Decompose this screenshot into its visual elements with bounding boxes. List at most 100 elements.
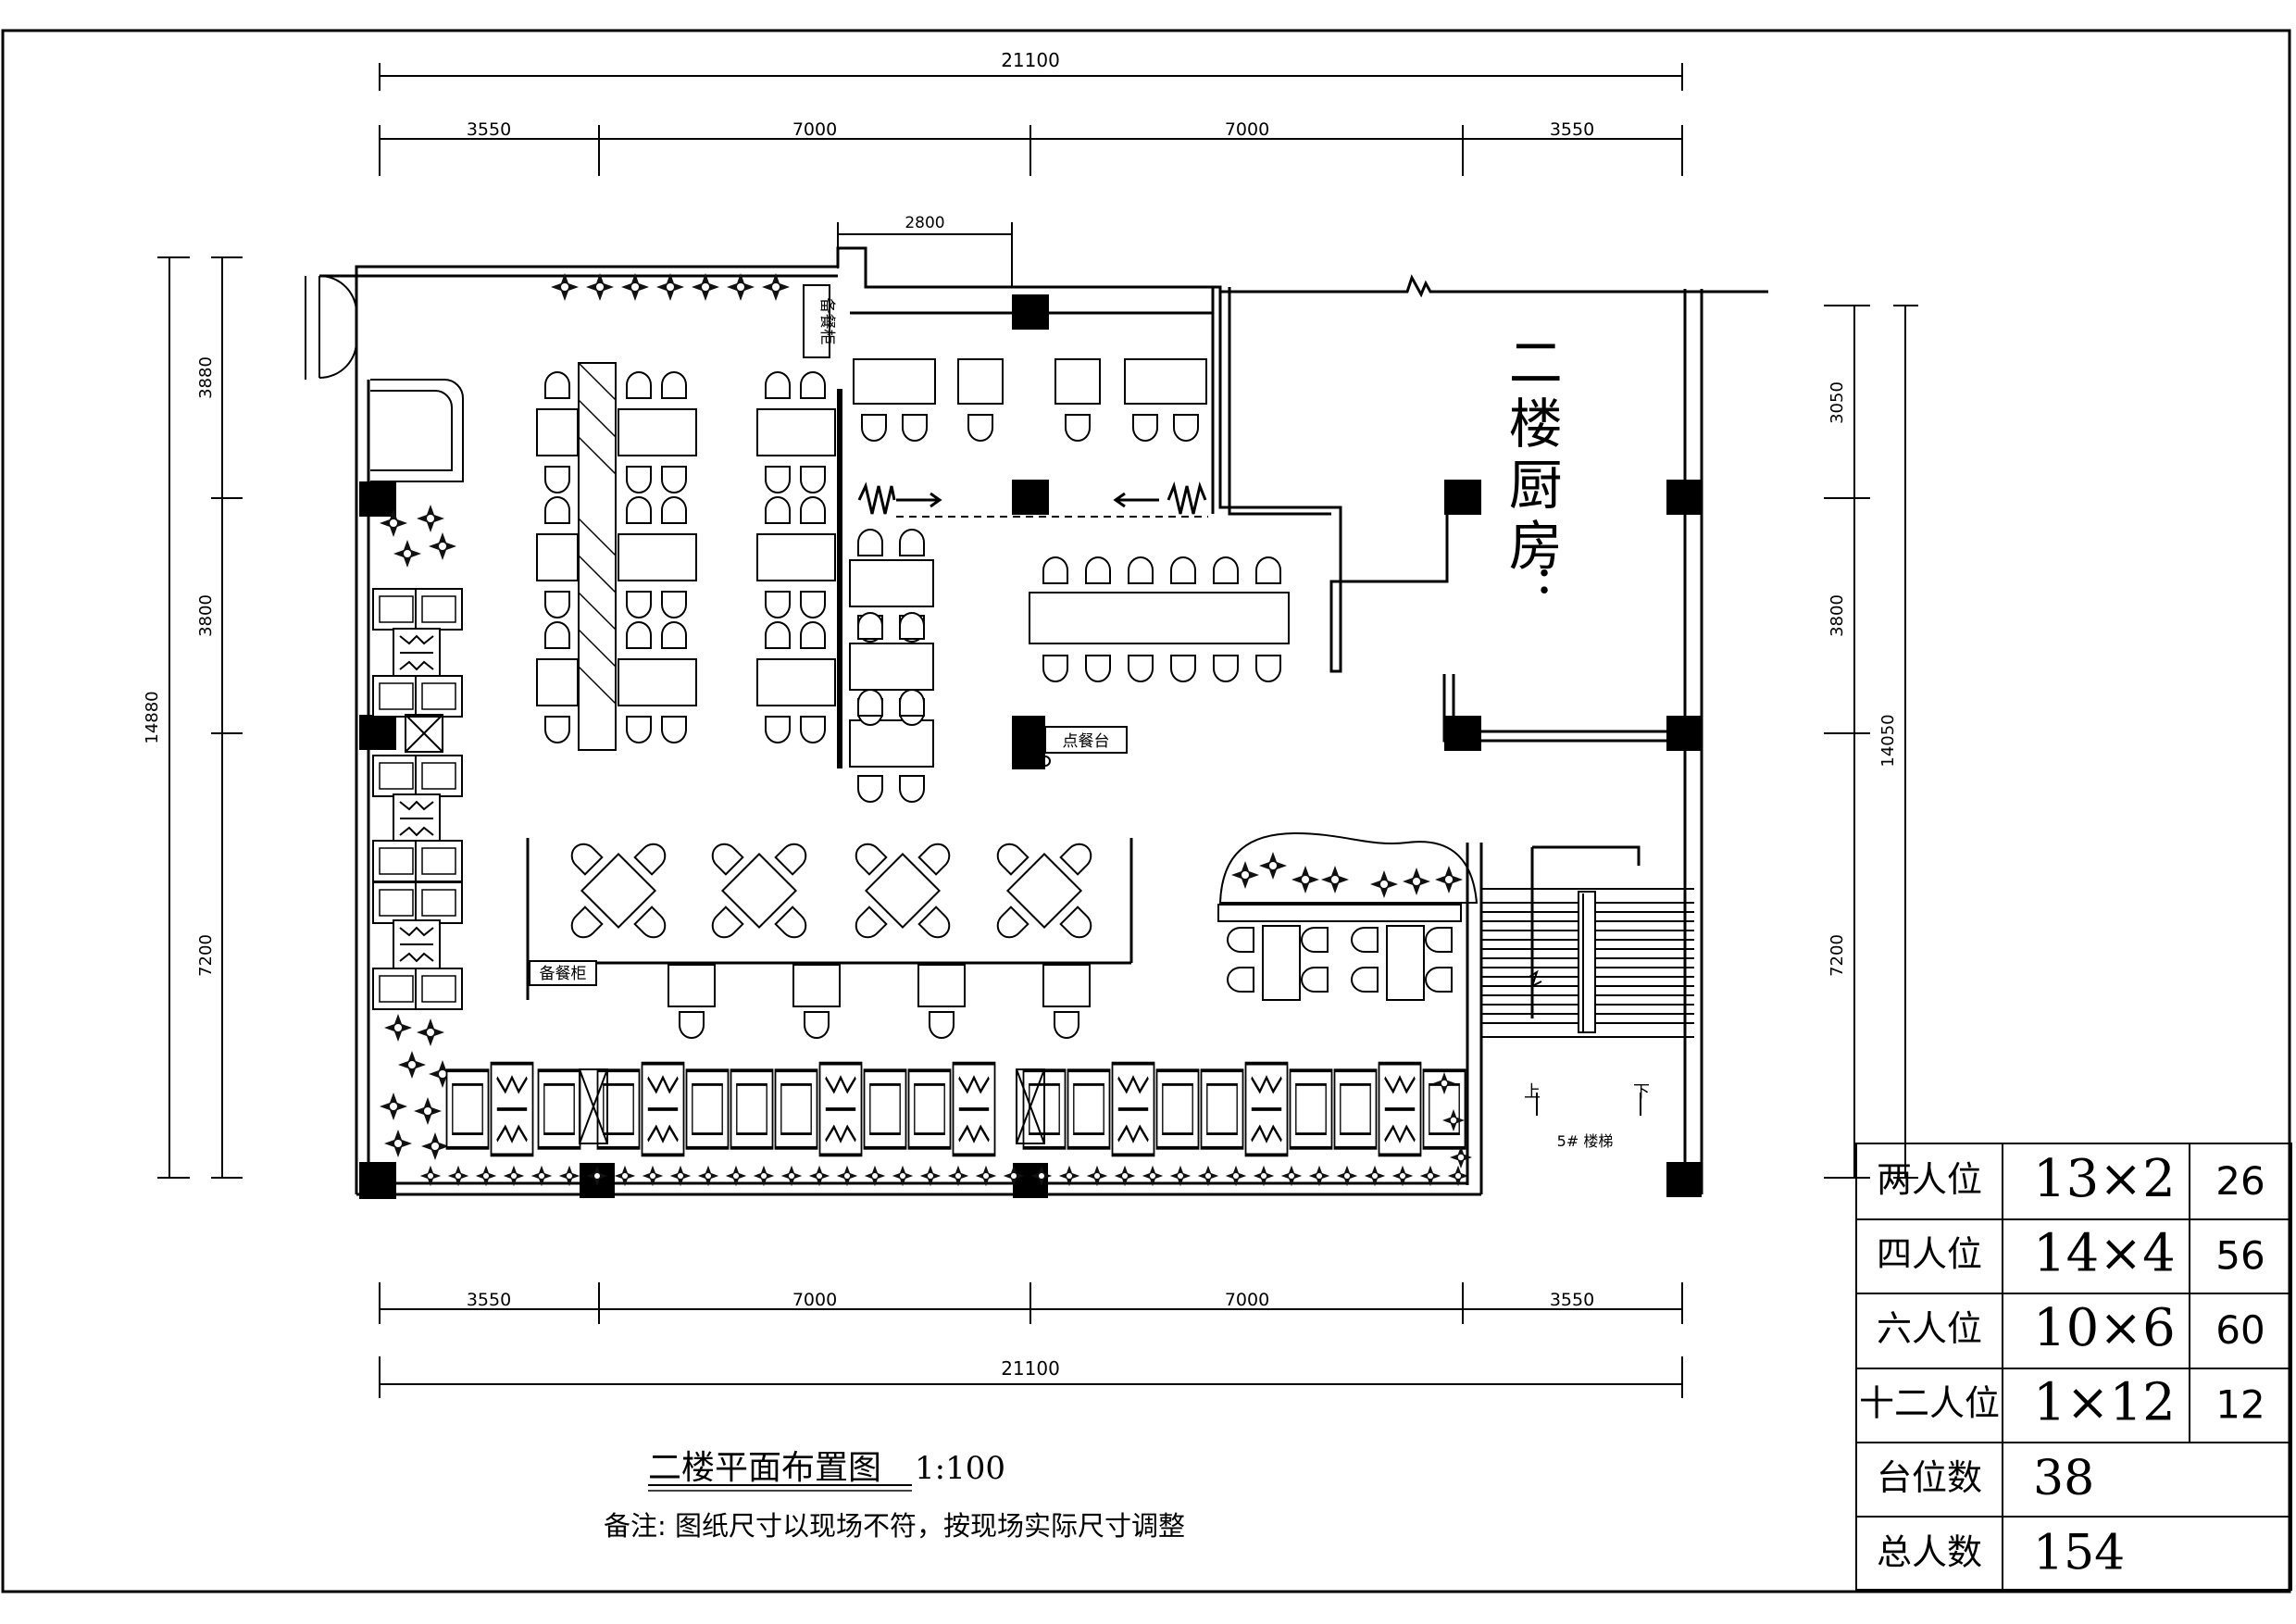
- dim-bottom-3: 7000: [1225, 1290, 1269, 1310]
- service-cabinet-top-label: 备餐柜: [817, 298, 836, 345]
- seat-formula-3: 1×12: [2033, 1373, 2176, 1433]
- four-person-table: [706, 838, 812, 943]
- two-person-table: [1042, 964, 1091, 1007]
- chair: [857, 529, 883, 556]
- chair: [566, 906, 604, 943]
- right-table: [1386, 925, 1425, 1001]
- left-dimensions: [157, 256, 243, 1179]
- chair: [661, 621, 687, 649]
- right-planter-plants: [1231, 852, 1463, 898]
- chair: [850, 838, 888, 876]
- dim-bottom-4: 3550: [1550, 1290, 1594, 1310]
- chair: [1059, 906, 1097, 943]
- seat-type-3: 十二人位: [1859, 1383, 2000, 1424]
- stair: [1481, 888, 1694, 1038]
- plan-note: 备注: 图纸尺寸以现场不符，按现场实际尺寸调整: [604, 1510, 1185, 1542]
- chair: [774, 838, 812, 876]
- chair: [706, 838, 744, 876]
- chair: [917, 838, 955, 876]
- booth-table: [1243, 1061, 1290, 1157]
- chair: [1301, 967, 1329, 993]
- chair: [765, 591, 791, 618]
- chair: [899, 775, 925, 803]
- chair: [544, 716, 570, 743]
- chair: [899, 689, 925, 717]
- booth-seat: [862, 1068, 908, 1150]
- chair: [626, 621, 652, 649]
- booth-seat: [1066, 1068, 1112, 1150]
- central-six-tables-left: [578, 362, 617, 751]
- chair: [544, 621, 570, 649]
- dim-top-1: 3550: [467, 119, 511, 140]
- chair: [544, 496, 570, 524]
- dim-right-total: 14050: [1878, 714, 1898, 767]
- seat-total-0: 26: [2215, 1158, 2265, 1204]
- seat-total-1: 56: [2215, 1233, 2265, 1279]
- chair: [800, 591, 826, 618]
- chair: [967, 414, 993, 442]
- chair: [1054, 1011, 1079, 1039]
- diagonal-divider: [526, 838, 1133, 1000]
- right-dimensions: [1824, 305, 1918, 1179]
- four-person-table: [992, 838, 1097, 943]
- booth-table: [1377, 1061, 1423, 1157]
- booth-seat: [1288, 1068, 1334, 1150]
- booth-table: [817, 1061, 864, 1157]
- chair: [917, 906, 955, 943]
- chair: [1085, 655, 1111, 682]
- chair: [661, 371, 687, 399]
- dim-top-total: 21100: [1001, 49, 1060, 71]
- chair: [1351, 967, 1379, 993]
- booth-table: [489, 1061, 535, 1157]
- booth-table: [640, 1061, 686, 1157]
- diagonal-four-tables: [566, 838, 1097, 943]
- chair: [765, 496, 791, 524]
- chair: [1227, 967, 1254, 993]
- dim-left-3: 7200: [196, 934, 216, 977]
- seat-type-5: 总人数: [1877, 1532, 1982, 1573]
- chair: [626, 591, 652, 618]
- chair: [857, 689, 883, 717]
- middle-room-tables: [849, 358, 1290, 768]
- right-counter: [1217, 904, 1462, 922]
- plan-title: 二楼平面布置图: [648, 1449, 881, 1487]
- seat-total-3: 12: [2215, 1382, 2265, 1428]
- chair: [1085, 556, 1111, 584]
- chair: [1128, 655, 1154, 682]
- stair-break: [1529, 969, 1542, 988]
- chair: [765, 716, 791, 743]
- seat-type-1: 四人位: [1877, 1234, 1982, 1275]
- chair: [626, 371, 652, 399]
- two-person-row: [668, 964, 1091, 1039]
- booth-seat: [1154, 1068, 1201, 1150]
- booth-seat: [1199, 1068, 1245, 1150]
- four-person-table: [850, 838, 955, 943]
- seat-type-4: 台位数: [1877, 1457, 1982, 1498]
- chair: [1255, 655, 1281, 682]
- dim-bottom-total: 21100: [1001, 1357, 1060, 1380]
- dim-bottom-1: 3550: [467, 1290, 511, 1310]
- booth-table: [1110, 1061, 1156, 1157]
- top-dimensions: [379, 63, 1683, 287]
- chair: [633, 838, 671, 876]
- left-wall-booths: [372, 588, 463, 1010]
- seat-type-0: 两人位: [1877, 1159, 1982, 1200]
- chair: [800, 716, 826, 743]
- chair: [566, 838, 604, 876]
- chair: [861, 414, 887, 442]
- chair: [544, 591, 570, 618]
- building-walls: [319, 246, 1768, 1196]
- chair: [774, 906, 812, 943]
- dim-top-4: 3550: [1550, 119, 1594, 140]
- chair: [765, 371, 791, 399]
- seat-formula-1: 14×4: [2033, 1224, 2176, 1284]
- sheet-border: [1, 29, 2291, 1593]
- chair: [633, 906, 671, 943]
- chair: [544, 371, 570, 399]
- chair: [661, 466, 687, 493]
- chair: [800, 621, 826, 649]
- chair: [706, 906, 744, 943]
- chair: [1170, 556, 1196, 584]
- two-person-table: [792, 964, 841, 1007]
